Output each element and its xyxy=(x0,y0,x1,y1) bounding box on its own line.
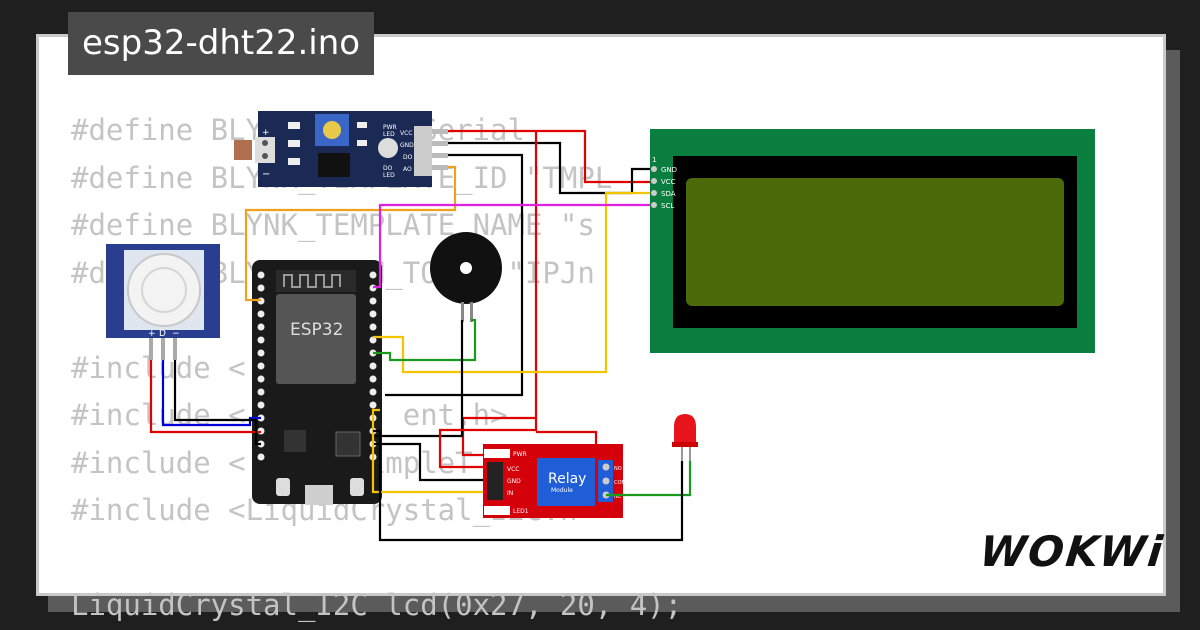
wires xyxy=(149,129,692,542)
wire-ldr-ao xyxy=(244,165,457,302)
ldr-minus: − xyxy=(262,169,270,180)
code-line: #include < xyxy=(71,350,246,385)
relay-module[interactable]: PWR VCC GND IN LED1 Relay Module NO COM … xyxy=(483,444,626,518)
ldr-chip xyxy=(318,153,350,177)
lcd-pin-scl: SCL xyxy=(661,202,674,210)
relay-pin-led1: LED1 xyxy=(513,508,529,515)
pir-pin-plus: + xyxy=(148,329,156,339)
relay-pin-gnd: GND xyxy=(507,478,521,485)
led-body xyxy=(674,414,696,446)
code-line: #include < impleT xyxy=(71,445,473,480)
red-led[interactable] xyxy=(672,414,698,461)
lcd-pin1-label: 1 xyxy=(652,156,656,164)
svg-text:PWR: PWR xyxy=(383,124,397,131)
lcd-pins xyxy=(651,166,657,208)
ldr-sensor-module[interactable]: + − PWR LED DO LED VCC GND DO AO xyxy=(234,111,448,187)
lcd-pin-gnd: GND xyxy=(661,166,677,174)
wire-buzzer-gnd xyxy=(373,320,464,438)
wire-relay-pwr xyxy=(536,430,598,444)
wire-pir-vcc xyxy=(149,360,261,434)
wire-relay-gnd xyxy=(373,442,483,482)
svg-text:DO: DO xyxy=(383,165,393,172)
code-line: #include < ent.h> xyxy=(71,398,508,432)
ldr-pin-gnd: GND xyxy=(400,142,414,149)
wire-lcd-sda xyxy=(373,191,650,374)
esp32-en-button[interactable] xyxy=(350,478,364,496)
ldr-pin-do: DO xyxy=(403,154,413,161)
relay-terminal-com: COM xyxy=(614,480,626,486)
wire-led-gnd xyxy=(373,429,684,542)
wire-pir-data xyxy=(161,360,261,427)
code-line: #define BLYNK_TEMPLATE_ID "TMPL xyxy=(71,160,613,195)
ldr-pin-vcc: VCC xyxy=(400,130,412,137)
buzzer[interactable] xyxy=(430,232,502,322)
esp32-module xyxy=(276,294,356,384)
pir-sensor[interactable]: + D − xyxy=(106,244,220,360)
ldr-led xyxy=(378,138,398,158)
wire-pir-gnd xyxy=(173,360,261,446)
wokwi-logo: WOKWi xyxy=(977,527,1167,576)
wire-buzzer-signal xyxy=(373,318,477,362)
wire-relay-vcc xyxy=(438,418,538,469)
relay-pin-in: IN xyxy=(507,490,513,497)
pir-pin-d: D xyxy=(159,329,166,339)
relay-pin-pwr: PWR xyxy=(513,451,527,458)
pir-dome xyxy=(127,253,201,327)
code-line: LiquidCrystal_I2C lcd(0x27, 20, 4); xyxy=(71,588,683,622)
relay-pin-vcc: VCC xyxy=(507,466,519,473)
esp32-board[interactable]: ESP32 xyxy=(252,260,382,505)
relay-coil xyxy=(537,458,595,506)
relay-sublabel: Module xyxy=(551,487,573,494)
file-name-tab[interactable]: esp32-dht22.ino xyxy=(68,12,375,75)
wire-ldr-gnd xyxy=(448,141,650,195)
ldr-pin-ao: AO xyxy=(403,166,412,173)
wire-relay-in xyxy=(371,408,483,494)
wire-ldr-vcc xyxy=(448,129,650,184)
pir-pin-minus: − xyxy=(172,329,180,339)
lcd-pin-sda: SDA xyxy=(661,190,676,198)
esp32-label: ESP32 xyxy=(290,320,343,340)
lcd-display[interactable]: 1 GND VCC SDA SCL xyxy=(650,129,1095,353)
code-line: #define BLYNK_TEMPLATE_NAME "s xyxy=(71,208,595,242)
svg-text:LED: LED xyxy=(383,172,395,179)
svg-text:LED: LED xyxy=(383,131,395,138)
relay-terminal-no: NO xyxy=(614,466,622,472)
lcd-screen xyxy=(686,178,1064,306)
wire-lcd-scl xyxy=(373,203,650,289)
esp32-usb-port xyxy=(305,485,333,505)
relay-label: Relay xyxy=(548,471,586,487)
esp32-boot-button[interactable] xyxy=(276,478,290,496)
ldr-photoresistor xyxy=(234,140,252,160)
wire-ldr-do xyxy=(385,153,524,397)
ldr-header xyxy=(255,137,275,163)
relay-terminal-nc: NC xyxy=(614,494,622,500)
wire-relay-to-led xyxy=(606,461,692,497)
ldr-plus: + xyxy=(262,128,270,138)
lcd-pin-vcc: VCC xyxy=(661,178,676,186)
